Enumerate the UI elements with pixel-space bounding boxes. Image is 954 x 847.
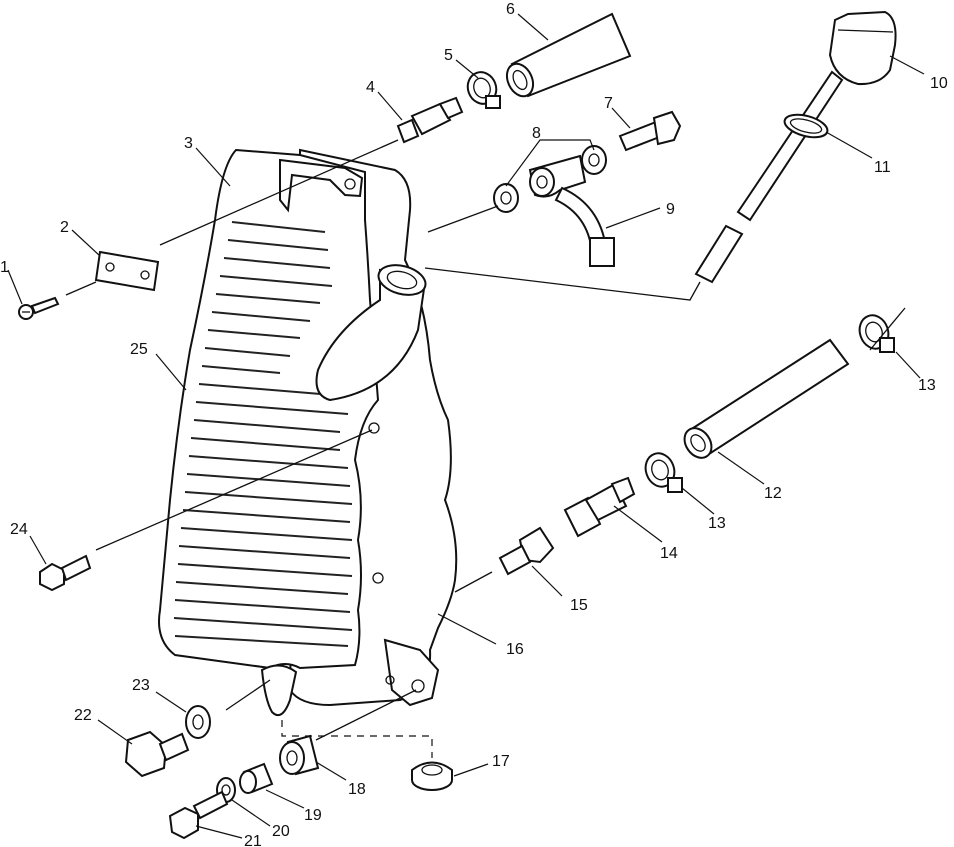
part-2-plate xyxy=(94,250,160,292)
part-8-washers xyxy=(493,145,607,213)
part-14-fitting xyxy=(563,476,636,538)
callout-25: 25 xyxy=(130,341,148,358)
part-1-screw xyxy=(18,296,60,320)
callout-9: 9 xyxy=(666,201,675,218)
callout-4: 4 xyxy=(366,79,375,96)
part-4-fitting xyxy=(396,96,464,144)
part-23-washer xyxy=(185,705,211,739)
callout-5: 5 xyxy=(444,47,453,64)
callout-13-lower: 13 xyxy=(708,515,726,532)
callout-17: 17 xyxy=(492,753,510,770)
part-12-hose xyxy=(683,338,850,459)
callout-1: 1 xyxy=(0,259,9,276)
callout-23: 23 xyxy=(132,677,150,694)
oil-tank xyxy=(158,148,458,716)
callout-18: 18 xyxy=(348,781,366,798)
part-5-clamp xyxy=(466,71,501,109)
callout-6: 6 xyxy=(506,1,515,18)
callout-19: 19 xyxy=(304,807,322,824)
callout-11: 11 xyxy=(874,159,891,176)
callout-12: 12 xyxy=(764,485,782,502)
callout-20: 20 xyxy=(272,823,290,840)
part-13-clamp-lower xyxy=(644,452,683,493)
callout-3: 3 xyxy=(184,135,193,152)
part-10-dipstick xyxy=(694,10,897,284)
part-9-banjo-line xyxy=(528,154,615,267)
callout-16: 16 xyxy=(506,641,524,658)
part-13-clamp-upper xyxy=(858,314,895,353)
part-7-bolt xyxy=(618,110,682,152)
part-18-bushing xyxy=(279,734,320,776)
callout-7: 7 xyxy=(604,95,613,112)
part-11-o-ring xyxy=(783,113,829,139)
callout-22: 22 xyxy=(74,707,92,724)
callout-10: 10 xyxy=(930,75,948,92)
callout-2: 2 xyxy=(60,219,69,236)
part-22-drain-plug xyxy=(124,730,190,778)
part-19-sleeve xyxy=(239,762,274,794)
callout-8: 8 xyxy=(532,125,541,142)
part-6-hose xyxy=(505,12,632,98)
connection-lines xyxy=(65,139,906,758)
callout-14: 14 xyxy=(660,545,678,562)
callout-24: 24 xyxy=(10,521,28,538)
callout-13-upper: 13 xyxy=(918,377,936,394)
part-24-bolt xyxy=(39,554,92,592)
part-15-sensor xyxy=(498,526,555,576)
part-21-bolt xyxy=(168,790,229,840)
part-17-grommet xyxy=(411,761,453,791)
leader-lines xyxy=(7,13,925,839)
callout-21: 21 xyxy=(244,833,262,847)
callout-15: 15 xyxy=(570,597,588,614)
